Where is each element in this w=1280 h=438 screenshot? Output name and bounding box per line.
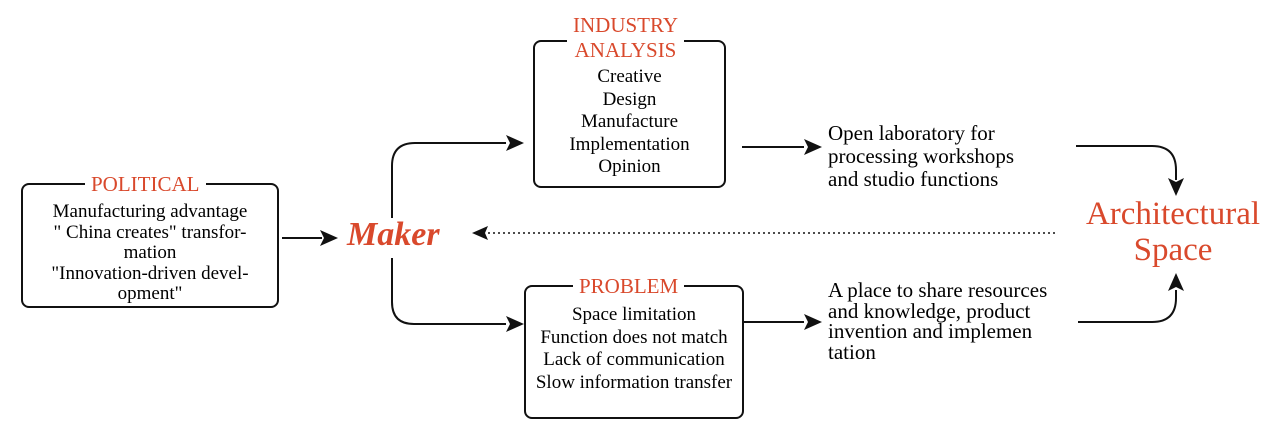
arrow-maker-to-problem xyxy=(391,258,524,332)
problem-line: Slow information transfer xyxy=(535,371,733,393)
problem-line: Lack of communication xyxy=(543,349,725,370)
dotted-arrow-architectural-space-to-maker xyxy=(472,226,1055,240)
arrow-open-lab-to-architectural-space xyxy=(1076,145,1184,196)
architectural-space-line: Architectural xyxy=(1085,196,1261,232)
share-place-line: tation xyxy=(828,339,876,364)
arrow-maker-to-industry xyxy=(391,135,524,218)
share-place-text: A place to share resources and knowledge… xyxy=(828,280,1047,362)
problem-line: Function does not match xyxy=(540,326,728,348)
problem-line: Space limitation xyxy=(571,304,696,325)
architectural-space-label: Architectural Space xyxy=(1070,196,1276,268)
political-line: " China creates" transfor- xyxy=(53,221,247,243)
political-line: opment" xyxy=(117,283,183,304)
arrow-share-place-to-architectural-space xyxy=(1078,273,1184,323)
industry-line: Design xyxy=(602,88,657,110)
problem-lines: Space limitation Function does not match… xyxy=(526,304,742,394)
open-lab-line: processing workshops xyxy=(828,144,1015,168)
industry-analysis-box: INDUSTRY ANALYSIS Creative Design Manufa… xyxy=(533,13,726,188)
industry-title-line: ANALYSIS xyxy=(574,38,677,62)
industry-line: Creative xyxy=(597,66,662,87)
open-lab-line: Open laboratory for xyxy=(828,121,995,145)
political-line: "Innovation-driven devel- xyxy=(51,262,249,284)
architectural-space-line: Space xyxy=(1133,232,1213,268)
political-box: POLITICAL Manufacturing advantage " Chin… xyxy=(21,172,279,308)
share-place-line: invention and implemen xyxy=(828,319,1033,343)
industry-title-line: INDUSTRY xyxy=(573,13,679,37)
problem-box: PROBLEM Space limitation Function does n… xyxy=(524,274,744,419)
share-place-line: A place to share resources xyxy=(828,278,1048,302)
arrow-political-to-maker xyxy=(282,230,338,246)
problem-title: PROBLEM xyxy=(573,274,685,298)
open-lab-line: and studio functions xyxy=(828,167,999,191)
industry-analysis-lines: Creative Design Manufacture Implementati… xyxy=(535,66,724,179)
arrow-industry-to-open-lab xyxy=(742,139,822,155)
political-lines: Manufacturing advantage " China creates"… xyxy=(23,201,277,305)
industry-line: Opinion xyxy=(598,156,661,177)
arrow-problem-to-share-place xyxy=(743,314,822,330)
maker-label: Maker xyxy=(347,216,440,253)
political-title: POLITICAL xyxy=(85,172,206,196)
industry-line: Manufacture xyxy=(580,111,679,132)
political-line: Manufacturing advantage xyxy=(52,201,248,222)
industry-line: Implementation xyxy=(569,133,690,155)
open-lab-text: Open laboratory for processing workshops… xyxy=(828,122,1014,191)
share-place-line: and knowledge, product xyxy=(828,298,1031,323)
industry-analysis-title: INDUSTRY ANALYSIS xyxy=(567,13,685,63)
political-line: mation xyxy=(123,242,177,263)
